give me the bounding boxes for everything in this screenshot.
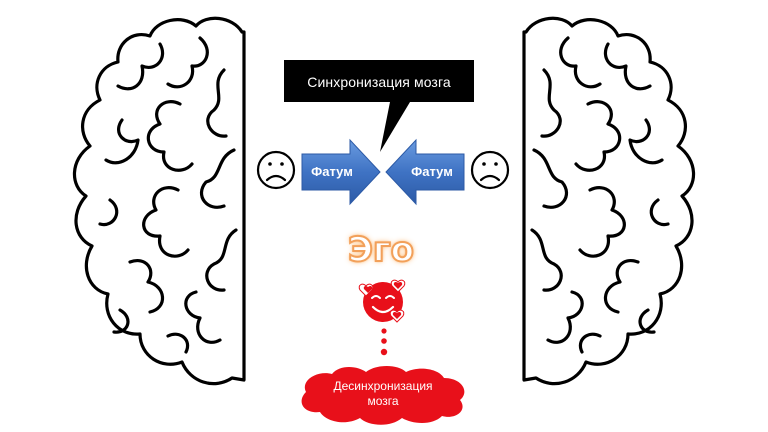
sync-callout-shape: [284, 60, 474, 152]
desync-label-line2: мозга: [367, 394, 399, 408]
connector-dots: [380, 328, 388, 356]
desync-label-line1: Десинхронизация: [333, 379, 433, 393]
left-arrow-label: Фатум: [311, 163, 353, 179]
sad-face-icon: [470, 150, 510, 190]
desync-blob-shape: [301, 366, 465, 425]
left-brain-hemisphere: [72, 16, 246, 386]
left-arrow-shape: [301, 138, 381, 206]
right-arrow-shape: [385, 138, 465, 206]
sync-callout-text: Синхронизация мозга: [307, 74, 451, 90]
desync-label: Десинхронизация мозга: [312, 372, 454, 416]
smiling-face-with-hearts-icon: [358, 279, 406, 323]
right-brain-hemisphere: [522, 16, 696, 386]
sad-face-icon: [256, 150, 296, 190]
ego-title: Эго: [347, 229, 415, 271]
right-arrow-label: Фатум: [411, 163, 453, 179]
